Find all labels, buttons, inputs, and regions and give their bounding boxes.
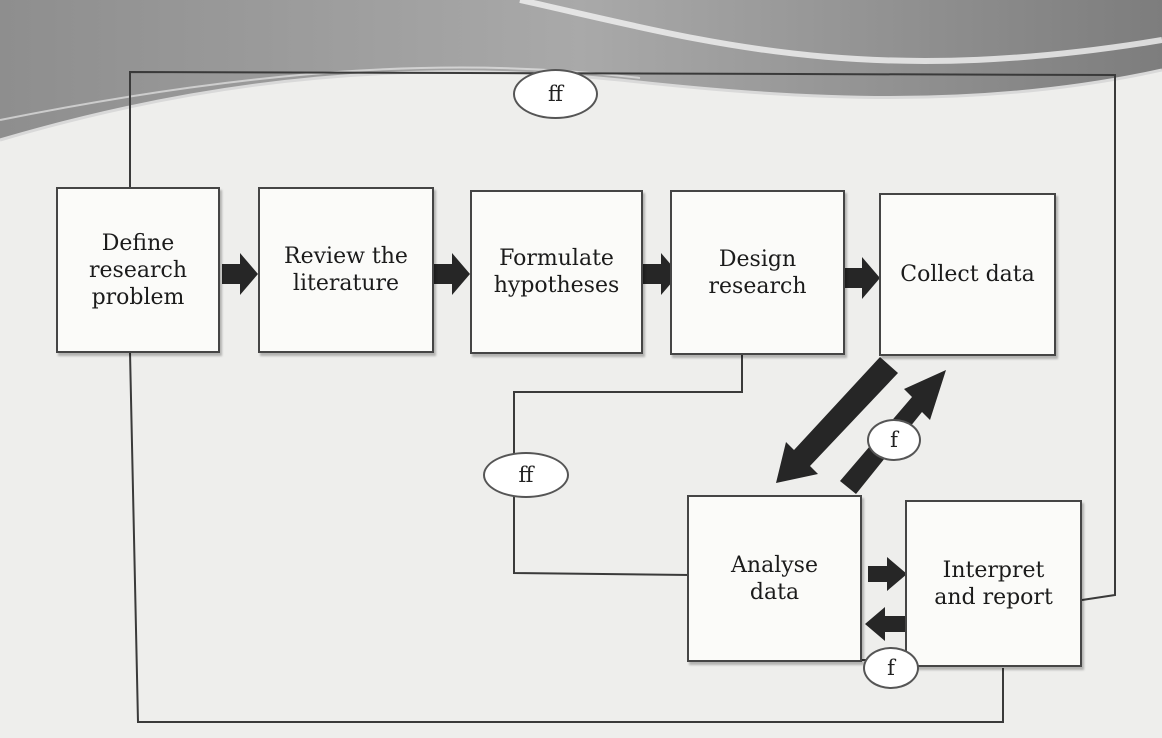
arrow-analyse-to-interpret [868,557,907,591]
top-feedback-line [129,70,1116,601]
step-design-research: Design research [670,190,845,355]
arrow-define-to-review [222,253,258,295]
feedback-label-middle: ff [483,452,569,498]
step-formulate-hypotheses: Formulate hypotheses [470,190,643,354]
step-define-research-problem: Define research problem [56,187,220,353]
middle-feedback-line [513,355,743,576]
step-review-literature: Review the literature [258,187,434,353]
step-interpret-and-report: Interpret and report [905,500,1082,667]
bottom-feedback-line [129,351,1004,723]
feedback-label-collect-analyse: f [867,419,921,461]
step-analyse-data: Analyse data [687,495,862,662]
arrow-collect-to-analyse [776,357,898,483]
feedback-label-analyse-interpret: f [863,647,919,689]
feedback-label-top: ff [513,69,598,119]
arrow-design-to-collect [845,257,880,299]
step-collect-data: Collect data [879,193,1056,356]
arrow-interpret-to-analyse [865,607,905,641]
arrow-review-to-formulate [434,253,470,295]
